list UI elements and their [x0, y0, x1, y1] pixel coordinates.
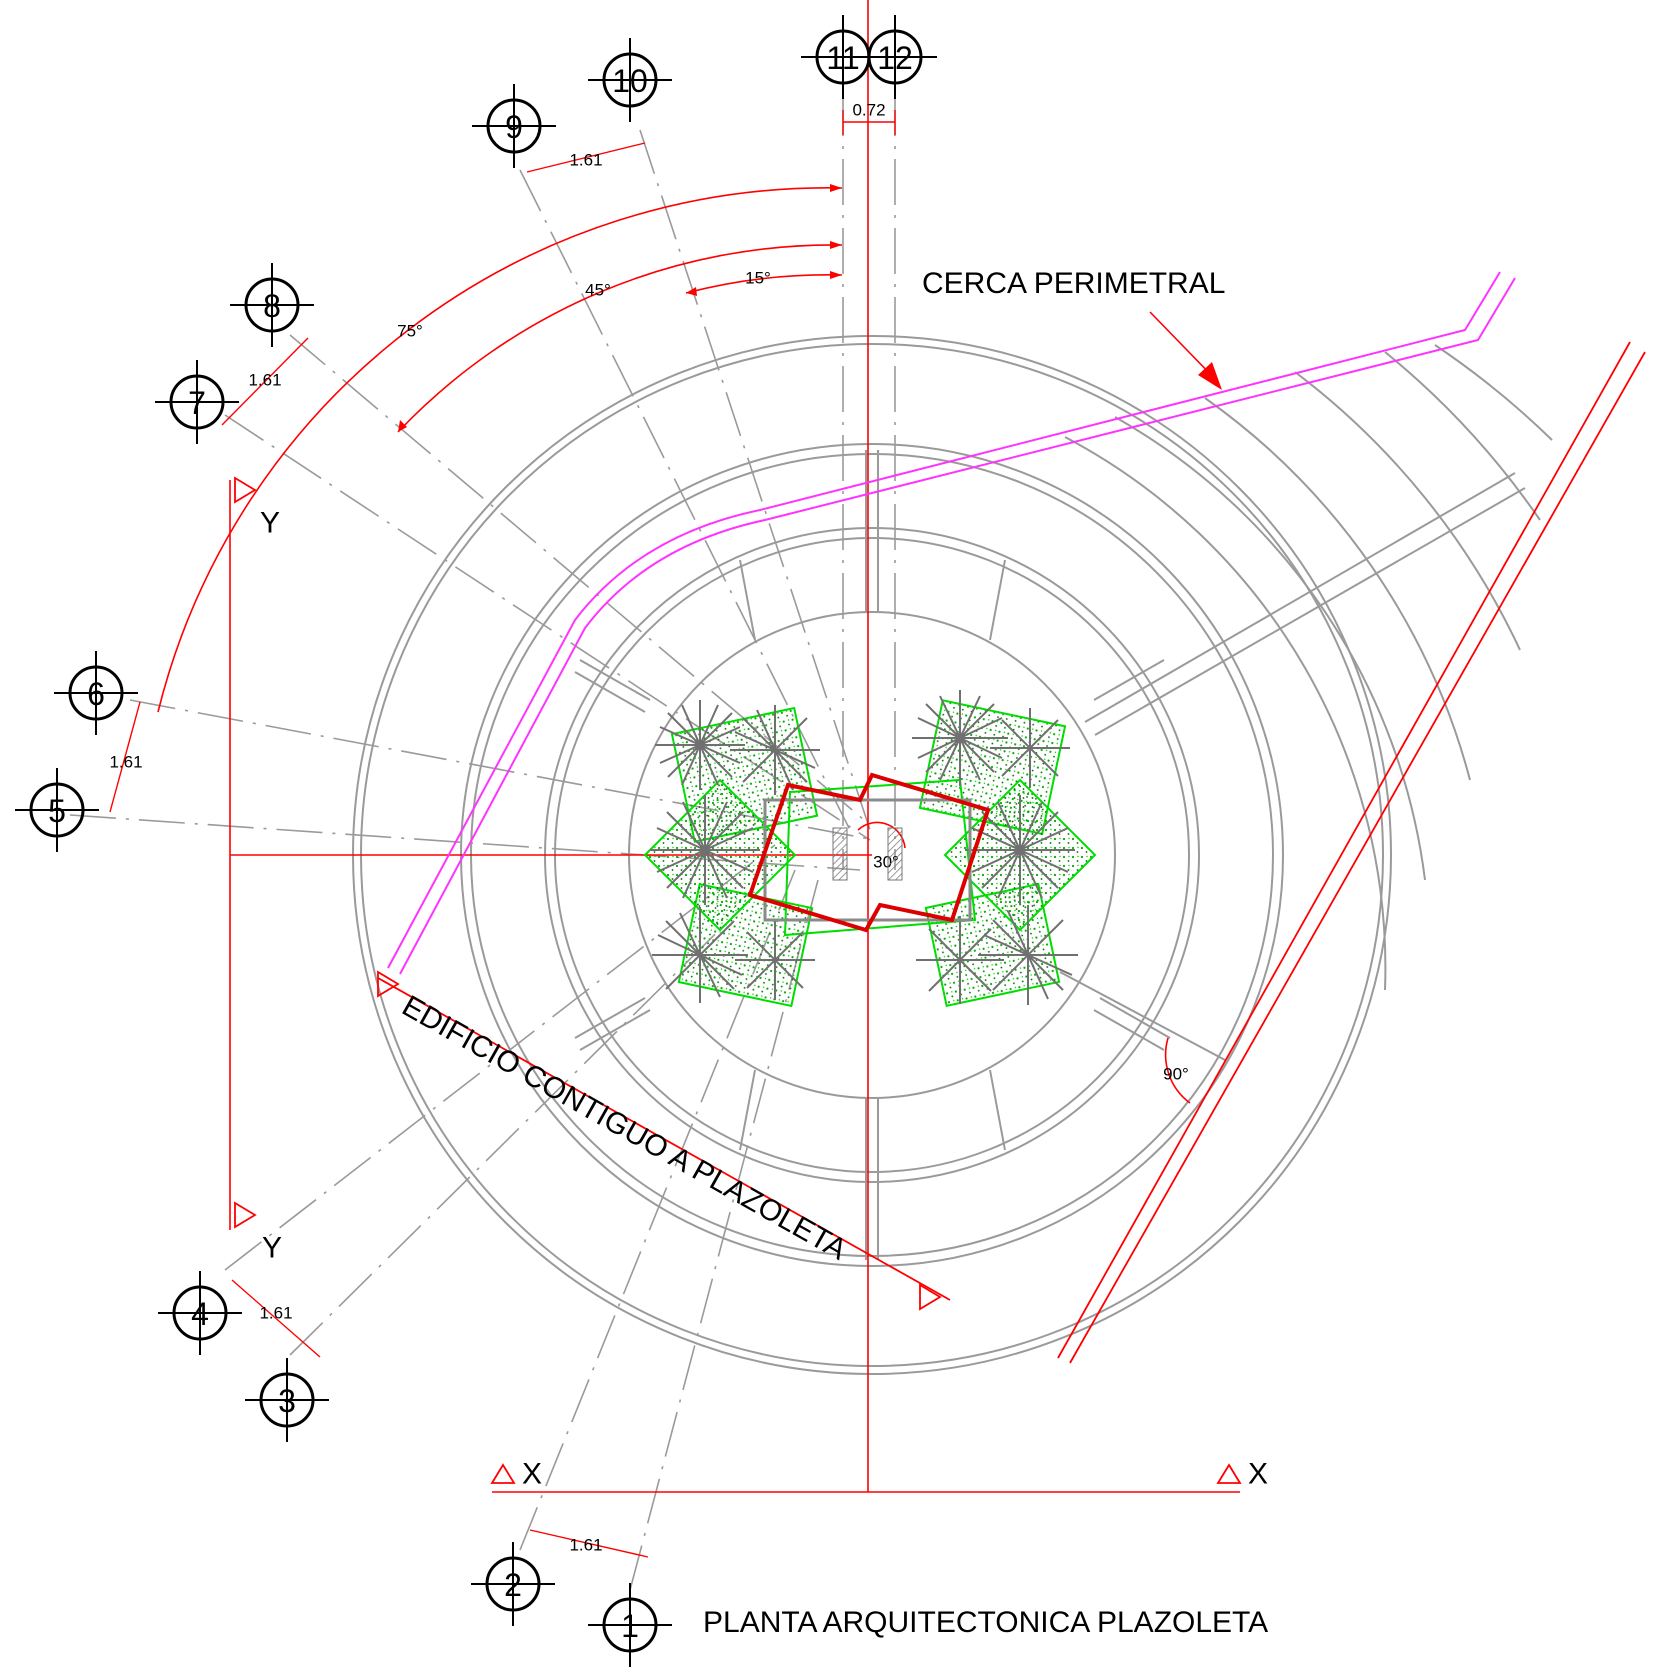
fence-label: CERCA PERIMETRAL	[922, 267, 1225, 300]
section-lines	[229, 0, 1240, 1493]
plant-4	[652, 907, 748, 1003]
column-right	[887, 827, 903, 881]
section-y-bottom-label: Y	[262, 1232, 282, 1265]
arc-15	[685, 274, 843, 294]
linear-dimensions	[109, 110, 896, 1558]
grid-axis-label-8: 8	[263, 288, 281, 324]
grid-axis-label-5: 5	[48, 793, 66, 829]
arc-45	[397, 244, 843, 433]
grid-axis-bubble-6: 6	[54, 651, 138, 735]
dim-7-8: 1.61	[248, 371, 281, 390]
plant-1	[655, 700, 745, 790]
arc-1	[1064, 436, 1387, 991]
grid-axis-bubble-2: 2	[471, 1542, 555, 1626]
fence-leader	[1149, 311, 1222, 390]
grid-line-10	[639, 129, 871, 831]
grid-axis-bubble-4: 4	[158, 1271, 242, 1355]
extension-ray-lower-a	[1059, 971, 1226, 1061]
section-x-right-label: X	[1248, 1458, 1268, 1491]
building-right-triangle	[919, 1283, 942, 1311]
plant-3	[650, 795, 760, 905]
grid-line-9	[519, 169, 851, 831]
angle-dimensions	[157, 187, 1191, 1104]
plaza-extension-arcs	[1059, 344, 1553, 1061]
arc-75	[157, 187, 843, 713]
grid-axis-bubble-7: 7	[155, 360, 239, 444]
central-structure	[747, 772, 991, 933]
grid-axis-label-7: 7	[188, 385, 206, 421]
column-left	[832, 827, 848, 881]
extension-ray-upper-a	[1084, 472, 1516, 723]
plants	[650, 690, 1078, 1005]
grid-axis-bubble-3: 3	[245, 1358, 329, 1442]
arc-30	[857, 821, 906, 849]
grid-axis-bubble-1: 1	[588, 1583, 672, 1667]
arc-2	[1114, 416, 1426, 881]
grid-line-4	[224, 844, 776, 1271]
angle-45-label: 45°	[585, 281, 611, 300]
grid-axis-bubble-10: 10	[588, 38, 672, 122]
grid-axis-bubble-9: 9	[472, 84, 556, 168]
grid-axis-bubble-5: 5	[15, 768, 99, 852]
adjacent-building-boundary	[377, 341, 1646, 1364]
plant-9	[916, 916, 1004, 1004]
grid-line-1	[629, 879, 819, 1591]
grid-axis-label-12: 12	[877, 40, 913, 76]
grid-axis-label-4: 4	[191, 1296, 209, 1332]
drawing-title: PLANTA ARQUITECTONICA PLAZOLETA	[703, 1606, 1268, 1639]
plant-6	[912, 690, 1008, 786]
planter-left-diamond	[643, 778, 797, 932]
grid-axis-label-6: 6	[87, 676, 105, 712]
grid-axis-label-1: 1	[621, 1608, 639, 1644]
adjacent-building-label: EDIFICIO CONTIGUO A PLAZOLETA	[397, 989, 852, 1266]
angle-arrowheads	[398, 184, 842, 432]
section-y-top-triangle	[234, 476, 257, 504]
dim-5-6: 1.61	[109, 753, 142, 772]
angle-15-label: 15°	[745, 269, 771, 288]
structure-red-outline	[747, 772, 991, 933]
section-x-right-triangle	[1216, 1463, 1242, 1484]
ring-radial-dividers	[574, 450, 1171, 1260]
perimeter-fence	[387, 271, 1516, 975]
plant-10	[978, 905, 1078, 1005]
grid-axis-bubble-8: 8	[230, 263, 314, 347]
grid-axis-label-10: 10	[612, 63, 648, 99]
plant-8	[965, 795, 1075, 905]
dim-1-2: 1.61	[569, 1536, 602, 1555]
arc-6	[1434, 344, 1553, 441]
section-y-bottom-triangle	[234, 1201, 257, 1229]
angle-75-label: 75°	[397, 322, 423, 341]
dim-11-12: 0.72	[852, 101, 885, 120]
arc-3	[1204, 397, 1471, 781]
grid-axis-label-9: 9	[505, 109, 523, 145]
section-y-top-label: Y	[260, 507, 280, 540]
arc-5	[1384, 351, 1541, 521]
section-x-left-label: X	[522, 1458, 542, 1491]
section-markers	[234, 476, 1242, 1484]
dim-3-4: 1.61	[259, 1304, 292, 1323]
section-x-left-triangle	[490, 1463, 516, 1484]
plant-7	[990, 708, 1070, 788]
grid-axis-label-3: 3	[278, 1383, 296, 1419]
grid-line-2	[519, 869, 796, 1551]
arc-90	[1164, 1037, 1191, 1104]
plant-5	[735, 920, 815, 1000]
plant-2	[730, 705, 820, 795]
grid-axis-bubble-12: 12	[853, 15, 937, 99]
building-left-triangle	[377, 970, 400, 998]
arc-4	[1294, 371, 1521, 651]
grid-axis-label-2: 2	[504, 1567, 522, 1603]
dim-9-10: 1.61	[569, 151, 602, 170]
extension-ray-upper-b	[1094, 487, 1526, 736]
angle-90-label: 90°	[1163, 1065, 1189, 1084]
